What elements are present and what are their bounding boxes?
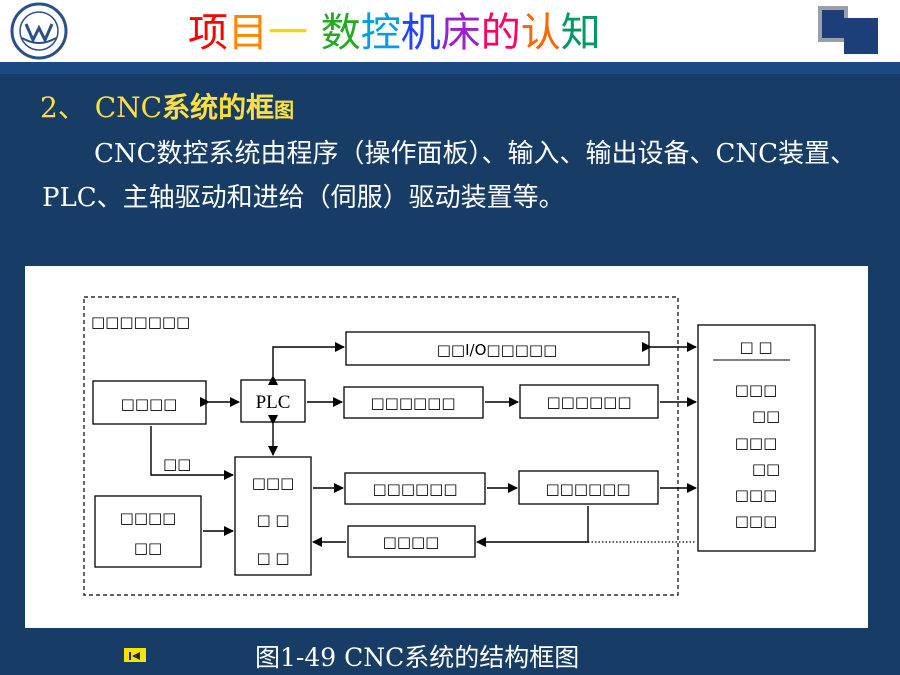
feed-feedback-arrow — [476, 506, 589, 547]
section-title-latin: CNC — [94, 91, 163, 124]
bottom-left-box — [94, 495, 202, 568]
figure-caption: 图1-49 CNC系统的结构框图 — [255, 643, 580, 672]
cnc-row-2: □ □ — [256, 511, 289, 529]
container-label: □□□□□□□ — [91, 313, 190, 331]
slide-title-char: 一 — [268, 10, 308, 56]
spindle-box-2-label: □□□□□□ — [546, 393, 631, 411]
machine-title: □ □ — [739, 338, 772, 356]
io-box — [345, 331, 650, 366]
back-button[interactable] — [124, 648, 146, 662]
small-connector-label: □□ — [163, 455, 191, 473]
skip-back-icon — [129, 652, 140, 660]
left-box — [92, 380, 207, 425]
cnc-row-1: □□□ — [252, 474, 295, 492]
machine-row-6: □□□ — [735, 512, 778, 530]
cnc-device-box — [234, 456, 312, 576]
slide-title-char: 的 — [481, 10, 521, 56]
body-paragraph: CNC数控系统由程序（操作面板）、输入、输出设备、CNC装置、PLC、主轴驱动和… — [42, 139, 857, 213]
cnc-diagram: □□□□□□□ □□I/O□□□□□ □□□□ PLC □□□□□□ □□□□□… — [83, 296, 816, 596]
feed-box-1 — [344, 472, 486, 505]
machine-row-4: □□ — [752, 460, 780, 478]
system-dashed-border — [83, 296, 679, 596]
machine-row-3: □□□ — [735, 434, 778, 452]
slide-title-char — [308, 10, 321, 56]
slide-title-char: 数 — [321, 10, 361, 56]
slide-header: 项目一 数控机床的认知 — [0, 0, 900, 62]
left-cnc-arrow — [150, 426, 234, 480]
feedback-box — [347, 525, 476, 558]
slide-title-char: 项 — [188, 10, 228, 56]
slide-title-text: 项目一 数控机床的认知 — [188, 10, 601, 56]
header-band — [0, 62, 900, 74]
feed-box-1-label: □□□□□□ — [372, 480, 457, 498]
diagram-connectors — [150, 342, 697, 547]
spindle-box-2 — [519, 384, 659, 419]
slide-title-char: 知 — [561, 10, 601, 56]
slide-title-char: 目 — [228, 10, 268, 56]
feedback-box-label: □□□□ — [383, 533, 440, 551]
university-logo-icon — [10, 2, 68, 60]
machine-row-5: □□□ — [735, 486, 778, 504]
blue-squares-icon — [818, 6, 878, 54]
slide-title-char: 机 — [401, 10, 441, 56]
slide-title-char: 认 — [521, 10, 561, 56]
spindle-box-1-label: □□□□□□ — [370, 394, 455, 412]
slide-title-graphic: 项目一 数控机床的认知 — [188, 10, 601, 56]
plc-io-arrow — [268, 342, 345, 385]
cnc-row-3: □ □ — [256, 549, 289, 567]
feed-box-2 — [518, 470, 659, 505]
io-box-label: □□I/O□□□□□ — [437, 341, 558, 359]
cnc-diagram-figure: □□□□□□□ □□I/O□□□□□ □□□□ PLC □□□□□□ □□□□□… — [25, 266, 868, 628]
plc-box-label: PLC — [256, 392, 291, 413]
section-title: 2、 CNC系统的框图 — [40, 86, 294, 126]
section-title-small: 图 — [274, 98, 295, 122]
slide-title-char: 床 — [441, 10, 481, 56]
section-title-bold: 系统的框 — [162, 91, 275, 124]
machine-box — [697, 324, 816, 552]
feed-box-2-label: □□□□□□ — [545, 480, 630, 498]
section-number: 2、 — [40, 91, 86, 124]
spindle-box-1 — [343, 386, 484, 419]
bottom-left-line-1: □□□□ — [120, 509, 177, 527]
machine-row-2: □□ — [752, 407, 780, 425]
slide-title-char: 控 — [361, 10, 401, 56]
bottom-left-line-2: □□ — [134, 539, 162, 557]
machine-row-1: □□□ — [735, 381, 778, 399]
left-box-label: □□□□ — [121, 395, 178, 413]
slide-title: 项目一 数控机床的认知 — [180, 2, 740, 58]
